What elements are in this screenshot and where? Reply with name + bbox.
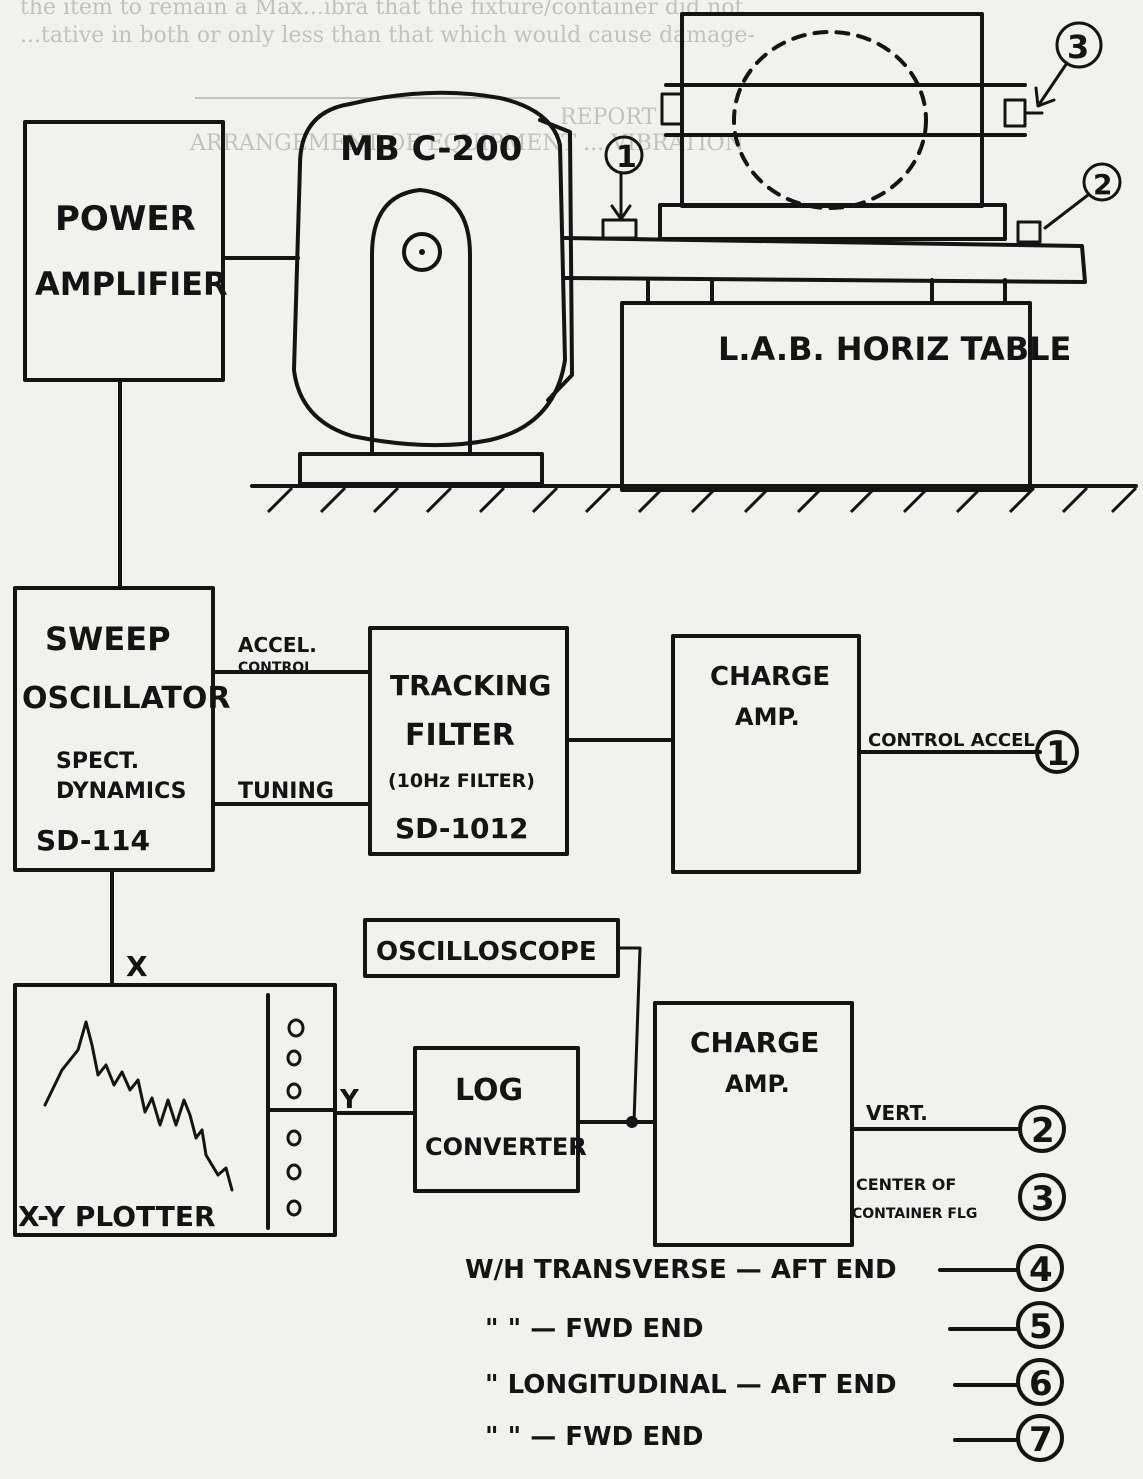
header-bleed-line3: REPORT	[560, 105, 657, 130]
xy-plotter-label: X-Y PLOTTER	[18, 1200, 216, 1233]
center-of-label: CENTER OF	[856, 1175, 956, 1194]
oscillator-label-1: SWEEP	[45, 620, 171, 658]
channel-6-label: " LONGITUDINAL — AFT END	[485, 1370, 897, 1400]
ground-line	[250, 484, 1138, 514]
scope-feed-line	[616, 946, 642, 1124]
channel-5: " " — FWD END 5	[485, 1301, 1064, 1349]
header-bleed-line2: ...tative in both or only less than that…	[20, 23, 755, 48]
marker-3-label: 3	[1067, 28, 1089, 66]
xy-plotter-box: X-Y PLOTTER	[13, 983, 337, 1237]
y-signal-label: Y	[339, 1085, 360, 1115]
container-flg-label: CONTAINER FLG	[852, 1206, 977, 1222]
header-bleed-line1: the item to remain a Max...ibra that the…	[20, 0, 744, 20]
charge-amp-1-label-1: CHARGE	[710, 662, 830, 692]
shaker-mb-c200: MB C-200	[292, 90, 574, 486]
oscilloscope-box: OSCILLOSCOPE	[363, 918, 620, 978]
channel-7: " " — FWD END 7	[485, 1414, 1064, 1462]
tracking-filter-box: TRACKING FILTER (10Hz FILTER) SD-1012	[368, 626, 569, 856]
vert-label: VERT.	[866, 1101, 928, 1125]
lab-horiz-table: L.A.B. HORIZ TABLE	[563, 236, 1087, 492]
header-bleed-line4: ARRANGEMENT OF EQUIPMENT ... VIBRATION	[189, 131, 744, 156]
marker-2: 2	[1043, 162, 1122, 230]
channel-7-num: 7	[1029, 1420, 1053, 1460]
charge-amp-1-label-2: AMP.	[735, 703, 800, 731]
filter-label-3: (10Hz FILTER)	[388, 770, 535, 792]
log-converter-box: LOG CONVERTER	[413, 1046, 587, 1193]
oscillator-label-4: DYNAMICS	[56, 779, 187, 804]
channel-7-label: " " — FWD END	[485, 1422, 703, 1452]
marker-1-label: 1	[616, 140, 637, 175]
shaker-label: MB C-200	[340, 129, 522, 169]
channel-2-num: 2	[1031, 1111, 1055, 1151]
oscilloscope-label: OSCILLOSCOPE	[376, 937, 597, 967]
log-converter-label-2: CONVERTER	[425, 1133, 587, 1161]
marker-2-label: 2	[1093, 168, 1112, 201]
log-converter-label-1: LOG	[455, 1073, 523, 1108]
x-signal-label: X	[126, 950, 148, 983]
oscillator-label-3: SPECT.	[56, 749, 139, 774]
channel-1-num: 1	[1046, 734, 1070, 774]
channel-5-num: 5	[1029, 1307, 1053, 1347]
plotter-trace	[43, 1020, 234, 1192]
charge-amp-1-box: CHARGE AMP.	[671, 634, 861, 874]
channel-3: 3	[1018, 1173, 1066, 1221]
table-label: L.A.B. HORIZ TABLE	[718, 330, 1071, 368]
power-amplifier-label-1: POWER	[55, 199, 196, 239]
container-fixture	[601, 12, 1044, 244]
filter-label-2: FILTER	[405, 718, 515, 753]
accel-control-label-2: CONTROL	[238, 660, 313, 676]
power-amplifier-label-2: AMPLIFIER	[35, 265, 228, 303]
filter-label-4: SD-1012	[395, 812, 528, 845]
charge-amp-2-box: CHARGE AMP.	[653, 1001, 854, 1247]
charge-amp-2-label-2: AMP.	[725, 1070, 790, 1098]
channel-1: 1	[1035, 730, 1079, 774]
plotter-knobs	[286, 1018, 305, 1217]
power-amplifier-box: POWER AMPLIFIER	[23, 120, 228, 382]
marker-3: 3	[1034, 21, 1103, 108]
oscillator-label-2: OSCILLATOR	[22, 681, 230, 716]
channel-6: " LONGITUDINAL — AFT END 6	[485, 1358, 1064, 1406]
marker-1: 1	[604, 135, 644, 221]
tuning-label: TUNING	[238, 779, 334, 804]
channel-2: 2	[1018, 1105, 1066, 1153]
channel-4: W/H TRANSVERSE — AFT END 4	[465, 1244, 1064, 1292]
channel-5-label: " " — FWD END	[485, 1314, 703, 1344]
oscillator-label-5: SD-114	[36, 824, 150, 857]
control-accel-label: CONTROL ACCEL	[868, 730, 1035, 751]
filter-label-1: TRACKING	[390, 669, 551, 702]
charge-amp-2-label-1: CHARGE	[690, 1026, 819, 1059]
channel-4-label: W/H TRANSVERSE — AFT END	[465, 1255, 897, 1285]
channel-3-num: 3	[1031, 1179, 1055, 1219]
channel-6-num: 6	[1029, 1364, 1053, 1404]
channel-4-num: 4	[1029, 1250, 1053, 1290]
accel-control-label-1: ACCEL.	[238, 633, 317, 657]
sweep-oscillator-box: SWEEP OSCILLATOR SPECT. DYNAMICS SD-114	[13, 586, 230, 872]
